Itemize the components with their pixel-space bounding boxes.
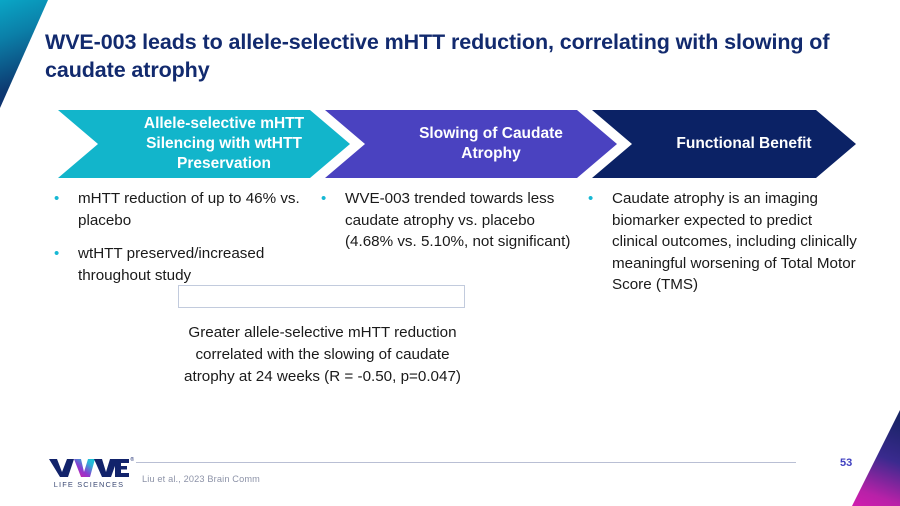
bracket-top-edge xyxy=(178,285,465,287)
chevron-step-2-line2: Atrophy xyxy=(461,145,521,162)
bullet-marker-icon: • xyxy=(54,245,60,263)
page-title: WVE-003 leads to allele-selective mHTT r… xyxy=(45,30,830,83)
bullet-marker-icon: • xyxy=(54,190,60,207)
chevron-step-2[interactable]: Slowing of Caudate Atrophy xyxy=(325,110,617,178)
registered-trademark-icon: ® xyxy=(130,457,134,463)
chevron-step-1-line2: Silencing with wtHTT xyxy=(146,135,302,153)
bullet-marker-icon: • xyxy=(588,190,594,207)
list-item: • wtHTT preserved/increased throughout s… xyxy=(48,243,326,286)
page-number: 53 xyxy=(840,457,853,469)
chevron-step-3-line1: Functional Benefit xyxy=(676,135,812,153)
bullet-marker-icon: • xyxy=(321,190,327,207)
content-column-2: • WVE-003 trended towards less caudate a… xyxy=(315,188,577,265)
citation-text: Liu et al., 2023 Brain Comm xyxy=(142,474,260,484)
footer-divider xyxy=(136,462,796,464)
chevron-step-1-line1: Allele-selective mHTT xyxy=(143,115,305,133)
chevron-step-3[interactable]: Functional Benefit xyxy=(592,110,856,178)
wave-logo: ® LIFE SCIENCES xyxy=(48,457,134,489)
chevron-step-1[interactable]: Allele-selective mHTT Silencing with wtH… xyxy=(58,110,350,178)
list-item: • Caudate atrophy is an imaging biomarke… xyxy=(582,188,858,296)
wave-wordmark-icon: ® xyxy=(48,457,134,479)
list-item-text: wtHTT preserved/increased throughout stu… xyxy=(78,245,265,284)
correlation-caption: Greater allele-selective mHTT reduction … xyxy=(184,324,461,386)
list-item-text: Caudate atrophy is an imaging biomarker … xyxy=(612,190,857,294)
wave-logo-svg xyxy=(49,459,129,477)
list-item-text: mHTT reduction of up to 46% vs. placebo xyxy=(78,190,300,229)
wave-logo-tagline: LIFE SCIENCES xyxy=(53,480,125,489)
list-item-text: WVE-003 trended towards less caudate atr… xyxy=(345,190,571,251)
content-column-3: • Caudate atrophy is an imaging biomarke… xyxy=(582,188,858,308)
list-item: • WVE-003 trended towards less caudate a… xyxy=(315,188,577,253)
list-item: • mHTT reduction of up to 46% vs. placeb… xyxy=(48,188,326,231)
chevron-step-2-line1: Slowing of Caudate xyxy=(419,125,563,143)
correlation-bracket xyxy=(178,286,465,308)
chevron-step-1-line3: Preservation xyxy=(177,154,271,172)
chevron-process-row: Allele-selective mHTT Silencing with wtH… xyxy=(0,110,900,178)
content-column-1: • mHTT reduction of up to 46% vs. placeb… xyxy=(48,188,326,298)
